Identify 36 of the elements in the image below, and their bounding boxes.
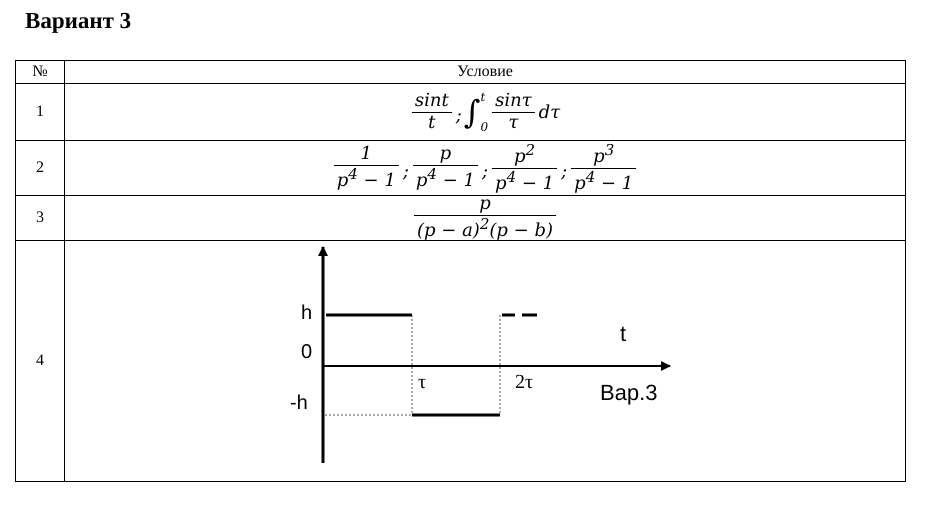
formula-numerator: p$^{3}$ [592, 142, 616, 168]
upper-limit: t [480, 90, 486, 104]
formula-denominator: p$^{4}$ − 1 [334, 165, 399, 192]
row-number: 1 [36, 103, 44, 121]
formula-separator: ; [482, 160, 488, 182]
formula-numerator: p [438, 144, 452, 165]
formula-denominator: p$^{4}$ − 1 [492, 168, 558, 194]
formula-numerator: sinτ [494, 90, 533, 112]
axis-label: τ [418, 372, 426, 392]
formula-separator: ; [402, 160, 409, 182]
formula-denominator: τ [492, 112, 535, 134]
formula-denominator: (p − a)$^{2}$(p − b) [414, 215, 556, 242]
formula-numerator: p [478, 194, 492, 215]
formula-denominator: p$^{4}$ − 1 [571, 168, 636, 194]
axis-label: -h [290, 393, 308, 413]
integral-sign: ∫ [464, 96, 480, 128]
formula-denominator: t [412, 112, 452, 134]
row-number: 3 [36, 209, 44, 227]
axis-label: t [620, 323, 626, 345]
header-text: Условие [457, 63, 513, 81]
axis-label: Вар.3 [600, 382, 658, 404]
header-text: № [32, 63, 48, 81]
row-number: 2 [36, 159, 44, 177]
axis-label: h [301, 303, 312, 323]
formula-numerator: p$^{2}$ [513, 142, 536, 168]
formula-text: dτ [538, 102, 560, 122]
formula-separator: ; [456, 104, 462, 126]
axis-label: 2τ [515, 372, 534, 392]
formula-denominator: p$^{4}$ − 1 [412, 165, 478, 192]
title: Вариант 3 [25, 8, 132, 34]
lower-limit: 0 [480, 120, 488, 134]
formula-separator: ; [561, 160, 568, 182]
row-number: 4 [36, 352, 44, 370]
axis-label: 0 [301, 342, 312, 362]
formula-numerator: 1 [360, 144, 373, 165]
formula-numerator: sint [414, 90, 450, 112]
